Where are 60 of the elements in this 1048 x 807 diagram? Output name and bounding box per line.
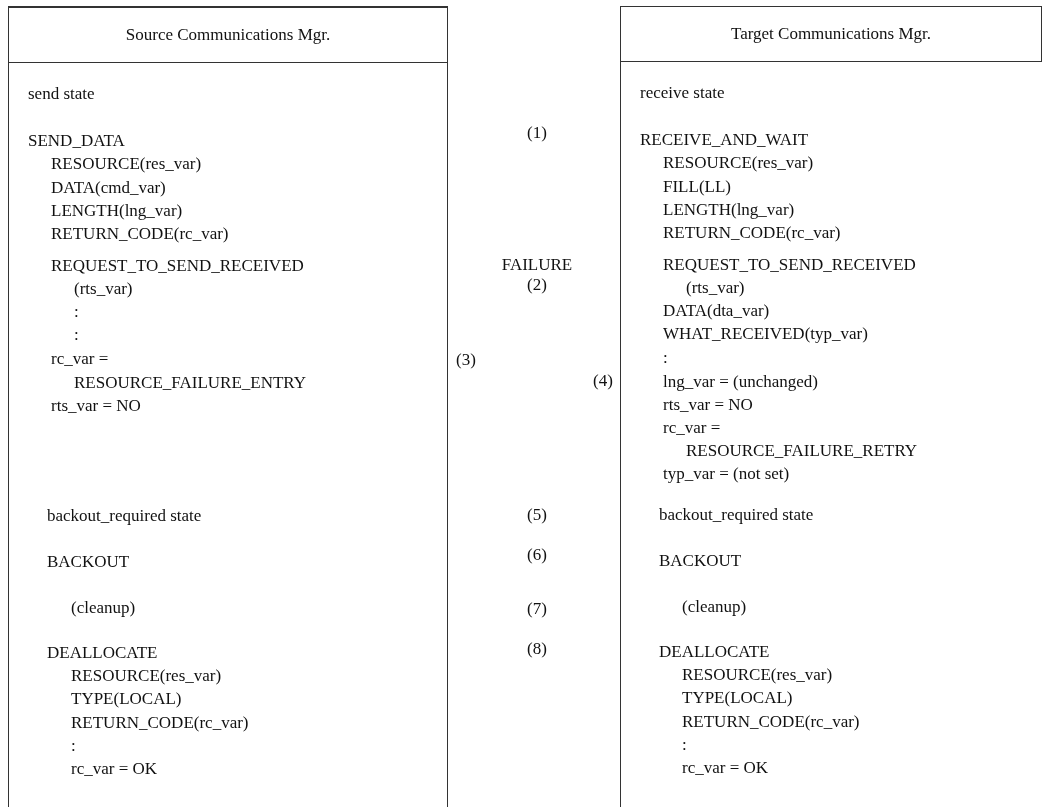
code-line: BACKOUT xyxy=(659,551,742,571)
code-line: rc_var = xyxy=(51,349,109,369)
code-line: TYPE(LOCAL) xyxy=(71,689,182,709)
step-number: (8) xyxy=(527,639,547,659)
code-line: RETURN_CODE(rc_var) xyxy=(682,712,860,732)
code-line: (cleanup) xyxy=(682,597,747,617)
step-number: (7) xyxy=(527,599,547,619)
step-number: (6) xyxy=(527,545,547,565)
code-line: RESOURCE_FAILURE_ENTRY xyxy=(74,373,307,393)
code-line: : xyxy=(74,302,79,322)
code-line: (rts_var) xyxy=(686,278,745,298)
code-line: RESOURCE(res_var) xyxy=(682,665,833,685)
code-line: REQUEST_TO_SEND_RECEIVED xyxy=(51,256,304,276)
column-panel xyxy=(8,6,448,807)
code-line: : xyxy=(71,736,76,756)
state-label: send state xyxy=(28,84,95,104)
step-number: (5) xyxy=(527,505,547,525)
code-line: RESOURCE_FAILURE_RETRY xyxy=(686,441,918,461)
code-line: DATA(cmd_var) xyxy=(51,178,166,198)
code-line: DEALLOCATE xyxy=(47,643,158,663)
code-line: RECEIVE_AND_WAIT xyxy=(640,130,809,150)
column-heading: Target Communications Mgr. xyxy=(620,6,1042,62)
code-line: WHAT_RECEIVED(typ_var) xyxy=(663,324,868,344)
code-line: rc_var = OK xyxy=(682,758,769,778)
step-number: (2) xyxy=(527,275,547,295)
code-line: rc_var = xyxy=(663,418,721,438)
code-line: RESOURCE(res_var) xyxy=(71,666,222,686)
code-line: REQUEST_TO_SEND_RECEIVED xyxy=(663,255,916,275)
code-line: FILL(LL) xyxy=(663,177,731,197)
code-line: TYPE(LOCAL) xyxy=(682,688,793,708)
code-line: typ_var = (not set) xyxy=(663,464,790,484)
code-line: (rts_var) xyxy=(74,279,133,299)
code-line: BACKOUT xyxy=(47,552,130,572)
step-number: (1) xyxy=(527,123,547,143)
code-line: LENGTH(lng_var) xyxy=(51,201,183,221)
code-line: DATA(dta_var) xyxy=(663,301,770,321)
code-line: backout_required state xyxy=(47,506,202,526)
code-line: RETURN_CODE(rc_var) xyxy=(71,713,249,733)
code-line: DEALLOCATE xyxy=(659,642,770,662)
failure-label: FAILURE xyxy=(501,255,573,275)
code-line: SEND_DATA xyxy=(28,131,125,151)
code-line: RETURN_CODE(rc_var) xyxy=(663,223,841,243)
code-line: : xyxy=(663,348,668,368)
code-line: (cleanup) xyxy=(71,598,136,618)
code-line: lng_var = (unchanged) xyxy=(663,372,818,392)
code-line: rts_var = NO xyxy=(663,395,753,415)
column-heading: Source Communications Mgr. xyxy=(8,7,448,63)
code-line: RESOURCE(res_var) xyxy=(663,153,814,173)
step-number: (4) xyxy=(593,371,613,391)
state-label: receive state xyxy=(640,83,725,103)
code-line: backout_required state xyxy=(659,505,814,525)
code-line: RESOURCE(res_var) xyxy=(51,154,202,174)
code-line: : xyxy=(682,735,687,755)
code-line: rts_var = NO xyxy=(51,396,141,416)
code-line: rc_var = OK xyxy=(71,759,158,779)
code-line: RETURN_CODE(rc_var) xyxy=(51,224,229,244)
step-number: (3) xyxy=(456,350,476,370)
column-panel xyxy=(620,6,1041,807)
code-line: LENGTH(lng_var) xyxy=(663,200,795,220)
code-line: : xyxy=(74,325,79,345)
